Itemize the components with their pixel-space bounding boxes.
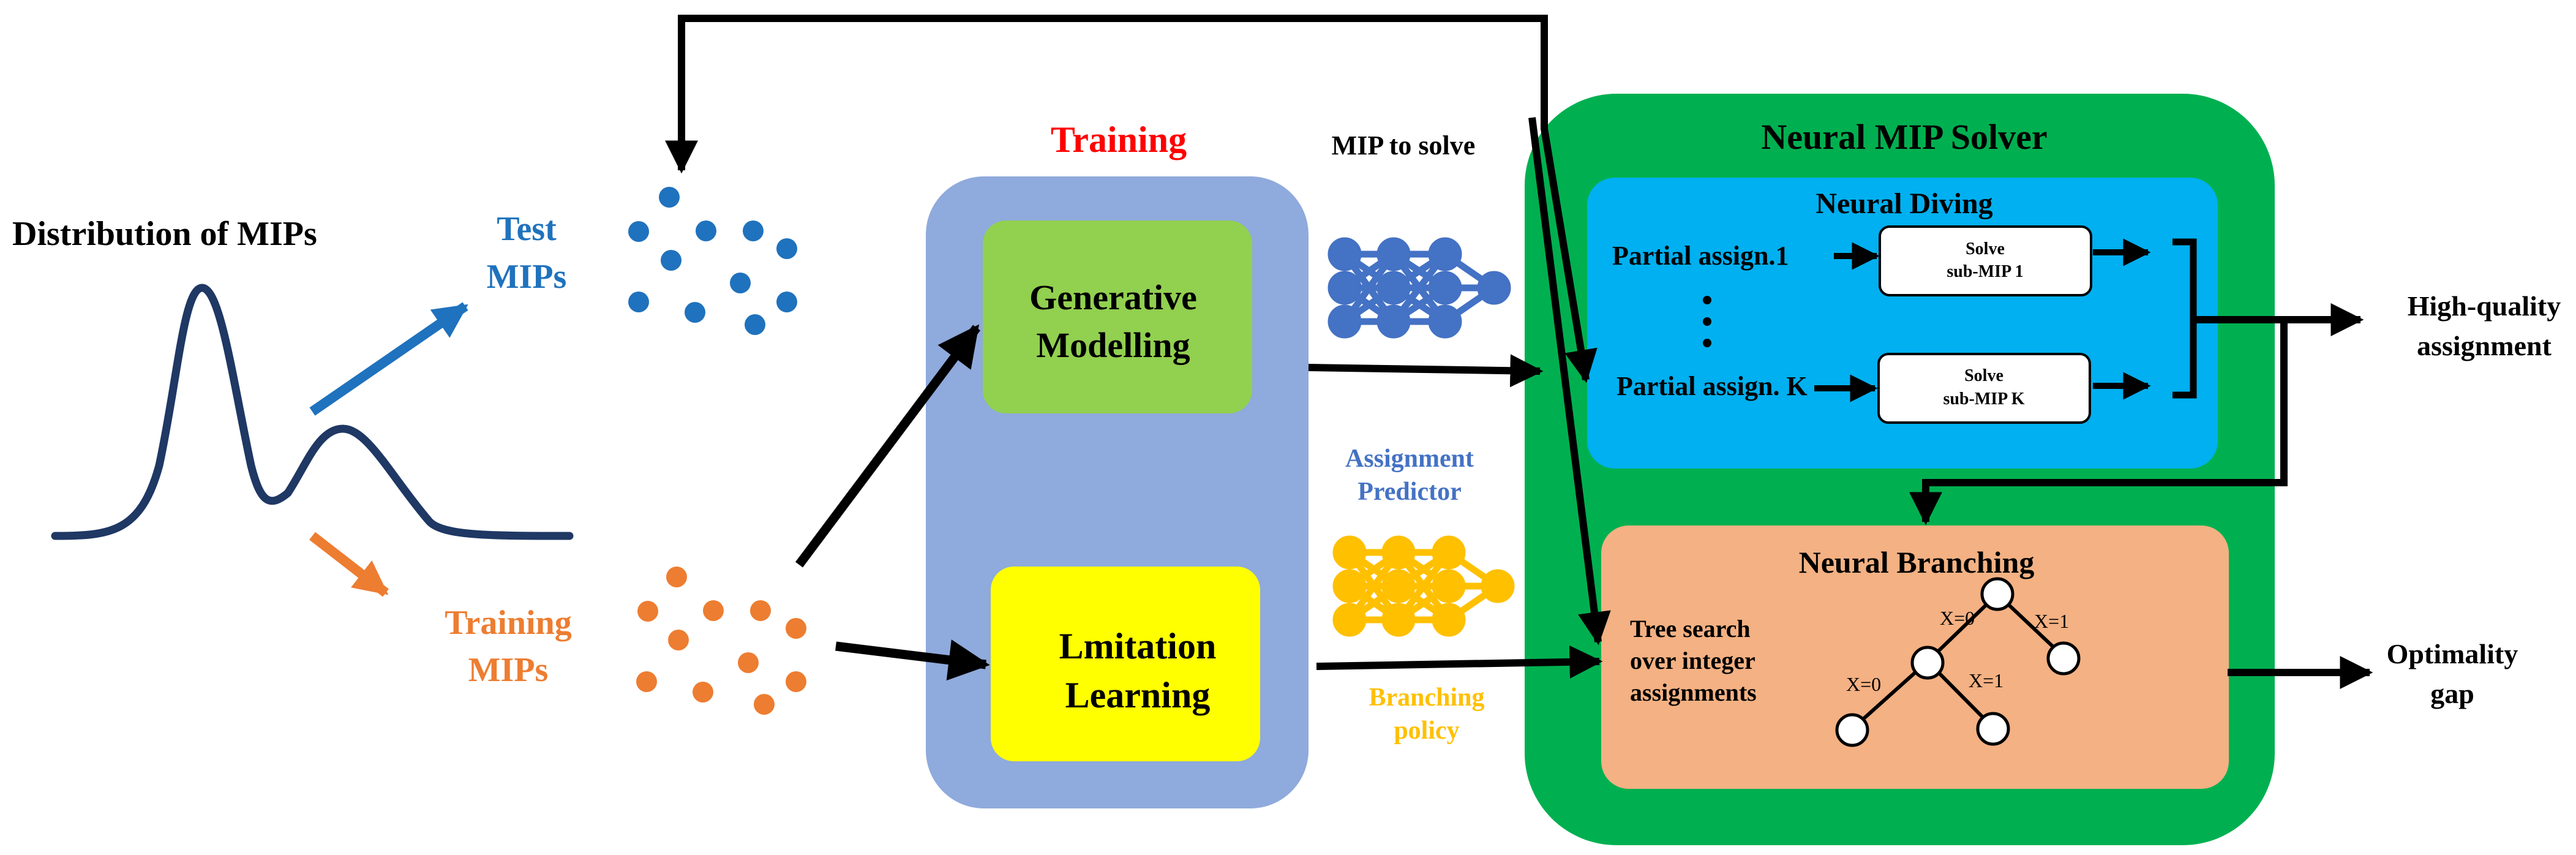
imitation-label-1: Lmitation [1059, 626, 1217, 666]
solve-sub-mip-1-box [1879, 225, 2092, 296]
training-mip-dot [754, 694, 775, 715]
training-mip-dot [786, 671, 806, 692]
test-mip-dot [659, 187, 680, 208]
test-mip-dot [730, 273, 751, 293]
optimality-label-2: gap [2430, 678, 2474, 709]
assignment-predictor-network-icon [1327, 237, 1511, 339]
solve-sub-mip-1-label-2: sub-MIP 1 [1947, 262, 2023, 281]
test-mip-dot [776, 292, 797, 312]
training-mip-dot [668, 630, 689, 650]
edge-label-x1-top: X=1 [2034, 610, 2069, 632]
training-mip-dot [703, 600, 724, 621]
assignment-predictor-label-1: Assignment [1345, 445, 1474, 473]
training-mips-label-1: Training [445, 604, 571, 642]
edge-label-x0-top: X=0 [1940, 607, 1975, 629]
imitation-learning-box [991, 567, 1260, 761]
edge-label-x1-bottom: X=1 [1969, 669, 2003, 691]
mip-to-solve-label: MIP to solve [1332, 130, 1476, 160]
test-mip-dot [745, 314, 765, 335]
high-quality-label-2: assignment [2417, 330, 2552, 361]
distribution-title: Distribution of MIPs [12, 215, 317, 253]
training-arrow [309, 532, 389, 597]
test-mip-dot [685, 302, 705, 323]
solve-sub-mip-k-box [1877, 353, 2091, 424]
generative-to-solver-arrow [1308, 354, 1544, 388]
training-mip-dot [636, 671, 657, 692]
search-tree-icon [1835, 577, 2081, 747]
generative-label-2: Modelling [1036, 325, 1190, 365]
imitation-to-branching-arrow [1316, 645, 1603, 679]
solve-sub-mip-1-label-1: Solve [1966, 239, 2005, 258]
training-mip-dot [750, 600, 771, 621]
generative-label-1: Generative [1029, 277, 1197, 317]
tree-search-label-2: over integer [1630, 647, 1756, 674]
tree-search-label-3: assignments [1630, 679, 1757, 706]
loop-to-test-mips-arrow [665, 15, 1548, 174]
branching-policy-network-icon [1332, 535, 1515, 637]
test-mip-dot [661, 250, 682, 271]
training-mip-dots [636, 567, 806, 715]
ellipsis-icon [1703, 296, 1711, 347]
partial-assign-k-label: Partial assign. K [1617, 371, 1808, 401]
neural-mip-solver-title: Neural MIP Solver [1761, 117, 2047, 157]
training-mips-label-2: MIPs [468, 651, 549, 689]
generative-modelling-box [983, 220, 1252, 413]
solve-sub-mip-k-label-1: Solve [1964, 366, 2003, 385]
high-quality-label-1: High-quality [2408, 290, 2561, 322]
loop-to-diving-arrow [1541, 128, 1598, 383]
distribution-curve [51, 284, 574, 540]
training-mip-dot [738, 652, 759, 673]
training-mip-dot [786, 618, 806, 639]
test-mip-dot [628, 221, 649, 242]
loop-to-branching-arrow [1528, 117, 1611, 646]
dots-to-imitation-arrow [835, 639, 990, 681]
training-mip-dot [637, 601, 658, 622]
test-mip-dots [628, 187, 797, 335]
assignment-predictor-label-2: Predictor [1357, 478, 1461, 506]
solve-sub-mip-k-label-2: sub-MIP K [1943, 390, 2024, 409]
test-mip-dot [628, 292, 649, 312]
dots-to-generative-arrow [795, 324, 981, 568]
training-title: Training [1051, 119, 1187, 160]
neural-diving-box [1587, 178, 2218, 469]
optimality-label-1: Optimality [2387, 638, 2518, 669]
imitation-label-2: Learning [1065, 675, 1211, 715]
partial-assign-1-label: Partial assign.1 [1612, 241, 1789, 271]
test-mips-label-1: Test [497, 210, 557, 248]
neural-diving-title: Neural Diving [1816, 187, 1992, 220]
branching-policy-label-1: Branching [1369, 684, 1484, 712]
training-mip-dot [693, 682, 713, 702]
diving-to-branching-arrow [1909, 320, 2288, 525]
test-mip-dot [696, 220, 716, 241]
test-mip-dot [776, 238, 797, 259]
test-mips-label-2: MIPs [487, 258, 567, 296]
training-mip-dot [666, 567, 687, 587]
branching-policy-label-2: policy [1394, 717, 1459, 745]
test-arrow [309, 302, 468, 416]
tree-search-label-1: Tree search [1630, 615, 1751, 642]
neural-branching-title: Neural Branching [1799, 545, 2035, 579]
test-mip-dot [743, 220, 764, 241]
edge-label-x0-bottom: X=0 [1846, 673, 1881, 695]
